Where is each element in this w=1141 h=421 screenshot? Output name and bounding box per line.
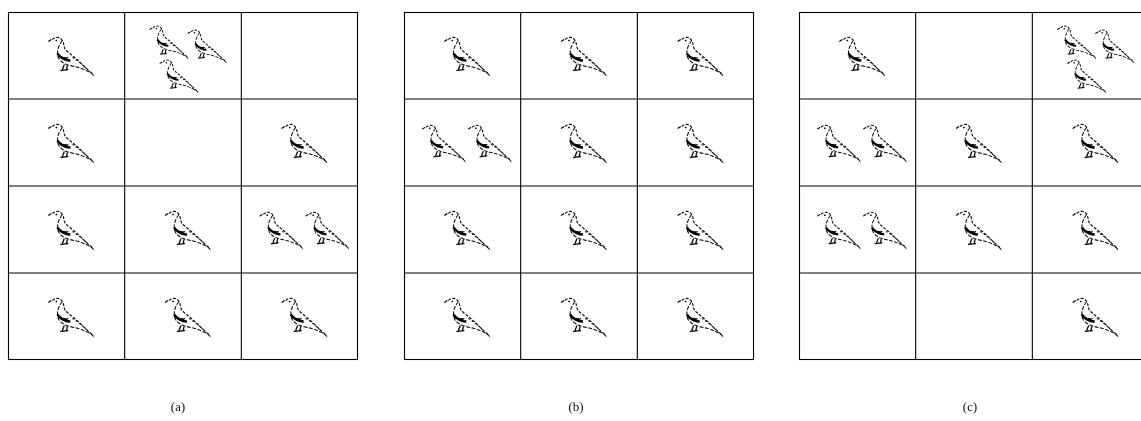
pigeon-icon bbox=[164, 297, 211, 338]
caption-c: (c) bbox=[962, 399, 978, 414]
pigeon-icon bbox=[560, 123, 607, 164]
grid-panel-a bbox=[7, 11, 359, 361]
pigeon-icon bbox=[187, 29, 227, 64]
pigeon-icon bbox=[444, 36, 490, 77]
pigeon-icon bbox=[677, 297, 724, 338]
pigeon-icon bbox=[816, 211, 861, 250]
grid-c bbox=[798, 11, 1141, 361]
pigeon-icon bbox=[281, 123, 328, 164]
pigeon-icon bbox=[1072, 123, 1119, 164]
grid-b bbox=[403, 11, 755, 361]
pigeon-icon bbox=[677, 36, 724, 77]
pigeon-icon bbox=[862, 211, 907, 250]
pigeon-icon bbox=[1067, 59, 1107, 94]
grid-panel-b bbox=[403, 11, 755, 361]
pigeon-icon bbox=[677, 123, 724, 164]
pigeon-icon bbox=[48, 123, 94, 164]
grid-a bbox=[7, 11, 359, 361]
pigeon-icon bbox=[259, 211, 303, 250]
pigeon-icon bbox=[164, 210, 211, 251]
pigeon-icon bbox=[305, 211, 349, 250]
grid-panel-c bbox=[798, 11, 1141, 361]
pigeon-icon bbox=[839, 36, 885, 77]
caption-a: (a) bbox=[170, 399, 186, 414]
pigeon-icon bbox=[421, 124, 466, 163]
pigeon-icon bbox=[48, 297, 94, 338]
caption-b: (b) bbox=[568, 399, 584, 414]
pigeon-icon bbox=[48, 210, 94, 251]
pigeon-icon bbox=[1057, 25, 1097, 60]
pigeon-icon bbox=[467, 124, 512, 163]
pigeon-icon bbox=[560, 36, 607, 77]
pigeon-icon bbox=[281, 297, 328, 338]
pigeon-icon bbox=[149, 25, 189, 60]
pigeon-icon bbox=[677, 210, 724, 251]
pigeon-icon bbox=[444, 297, 490, 338]
pigeon-icon bbox=[955, 210, 1002, 251]
pigeon-icon bbox=[1072, 210, 1119, 251]
pigeon-icon bbox=[48, 36, 94, 77]
pigeon-icon bbox=[955, 123, 1002, 164]
pigeon-icon bbox=[1072, 297, 1119, 338]
pigeon-icon bbox=[1095, 29, 1135, 64]
pigeon-icon bbox=[560, 297, 607, 338]
pigeon-icon bbox=[816, 124, 861, 163]
pigeon-icon bbox=[862, 124, 907, 163]
pigeon-icon bbox=[444, 210, 490, 251]
pigeon-icon bbox=[159, 59, 199, 94]
pigeon-icon bbox=[560, 210, 607, 251]
